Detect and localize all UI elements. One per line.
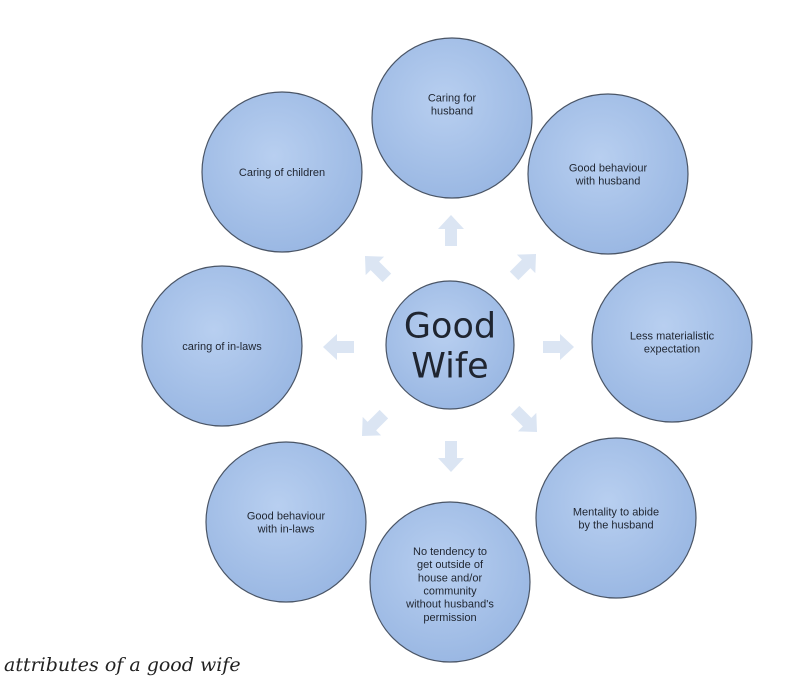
arrow-good-behaviour-with-husband [509, 253, 537, 281]
attribute-label-line: with in-laws [257, 523, 315, 535]
attribute-circle [535, 437, 697, 599]
arrow-caring-of-children [364, 255, 392, 283]
attribute-circle [591, 261, 753, 423]
attribute-label-line: expectation [644, 343, 700, 355]
attribute-label-line: No tendency to [413, 546, 487, 558]
attribute-label-line: Caring for [428, 92, 477, 104]
arrow-caring-of-in-laws [323, 334, 354, 360]
attribute-label-line: without husband's [405, 599, 494, 611]
arrow-no-tendency-to-get-outside [438, 441, 464, 472]
attribute-label-line: husband [431, 105, 473, 117]
arrow-less-materialistic-expectation [543, 334, 574, 360]
attribute-circle [201, 91, 363, 253]
attribute-label-line: caring of in-laws [182, 341, 262, 353]
attribute-label-line: permission [423, 612, 476, 624]
arrow-caring-for-husband [438, 215, 464, 246]
arrow-good-behaviour-with-in-laws [361, 409, 389, 437]
attribute-circle [369, 501, 531, 663]
attribute-label-line: by the husband [578, 519, 653, 531]
attribute-circle [371, 37, 533, 199]
center-circle [385, 280, 515, 410]
attribute-node-caring-of-children: Caring of children [201, 91, 363, 253]
attribute-node-caring-of-in-laws: caring of in-laws [141, 265, 303, 427]
attribute-label-line: Good behaviour [569, 162, 648, 174]
attribute-circle [527, 93, 689, 255]
attribute-circle [205, 441, 367, 603]
arrow-mentality-to-abide [510, 405, 538, 433]
attribute-label-line: community [423, 585, 477, 597]
attribute-label-line: Less materialistic [630, 330, 715, 342]
attribute-label-line: house and/or [418, 572, 483, 584]
center-label-line: Wife [411, 346, 488, 386]
attribute-label-line: Good behaviour [247, 510, 326, 522]
attribute-label-line: with husband [575, 175, 641, 187]
arrows-group [323, 215, 574, 472]
attribute-label-line: Caring of children [239, 167, 325, 179]
attribute-circle [141, 265, 303, 427]
center-label-line: Good [404, 306, 496, 346]
attribute-label-line: get outside of [417, 559, 484, 571]
figure-caption: attributes of a good wife [4, 654, 241, 676]
attribute-label-line: Mentality to abide [573, 506, 659, 518]
